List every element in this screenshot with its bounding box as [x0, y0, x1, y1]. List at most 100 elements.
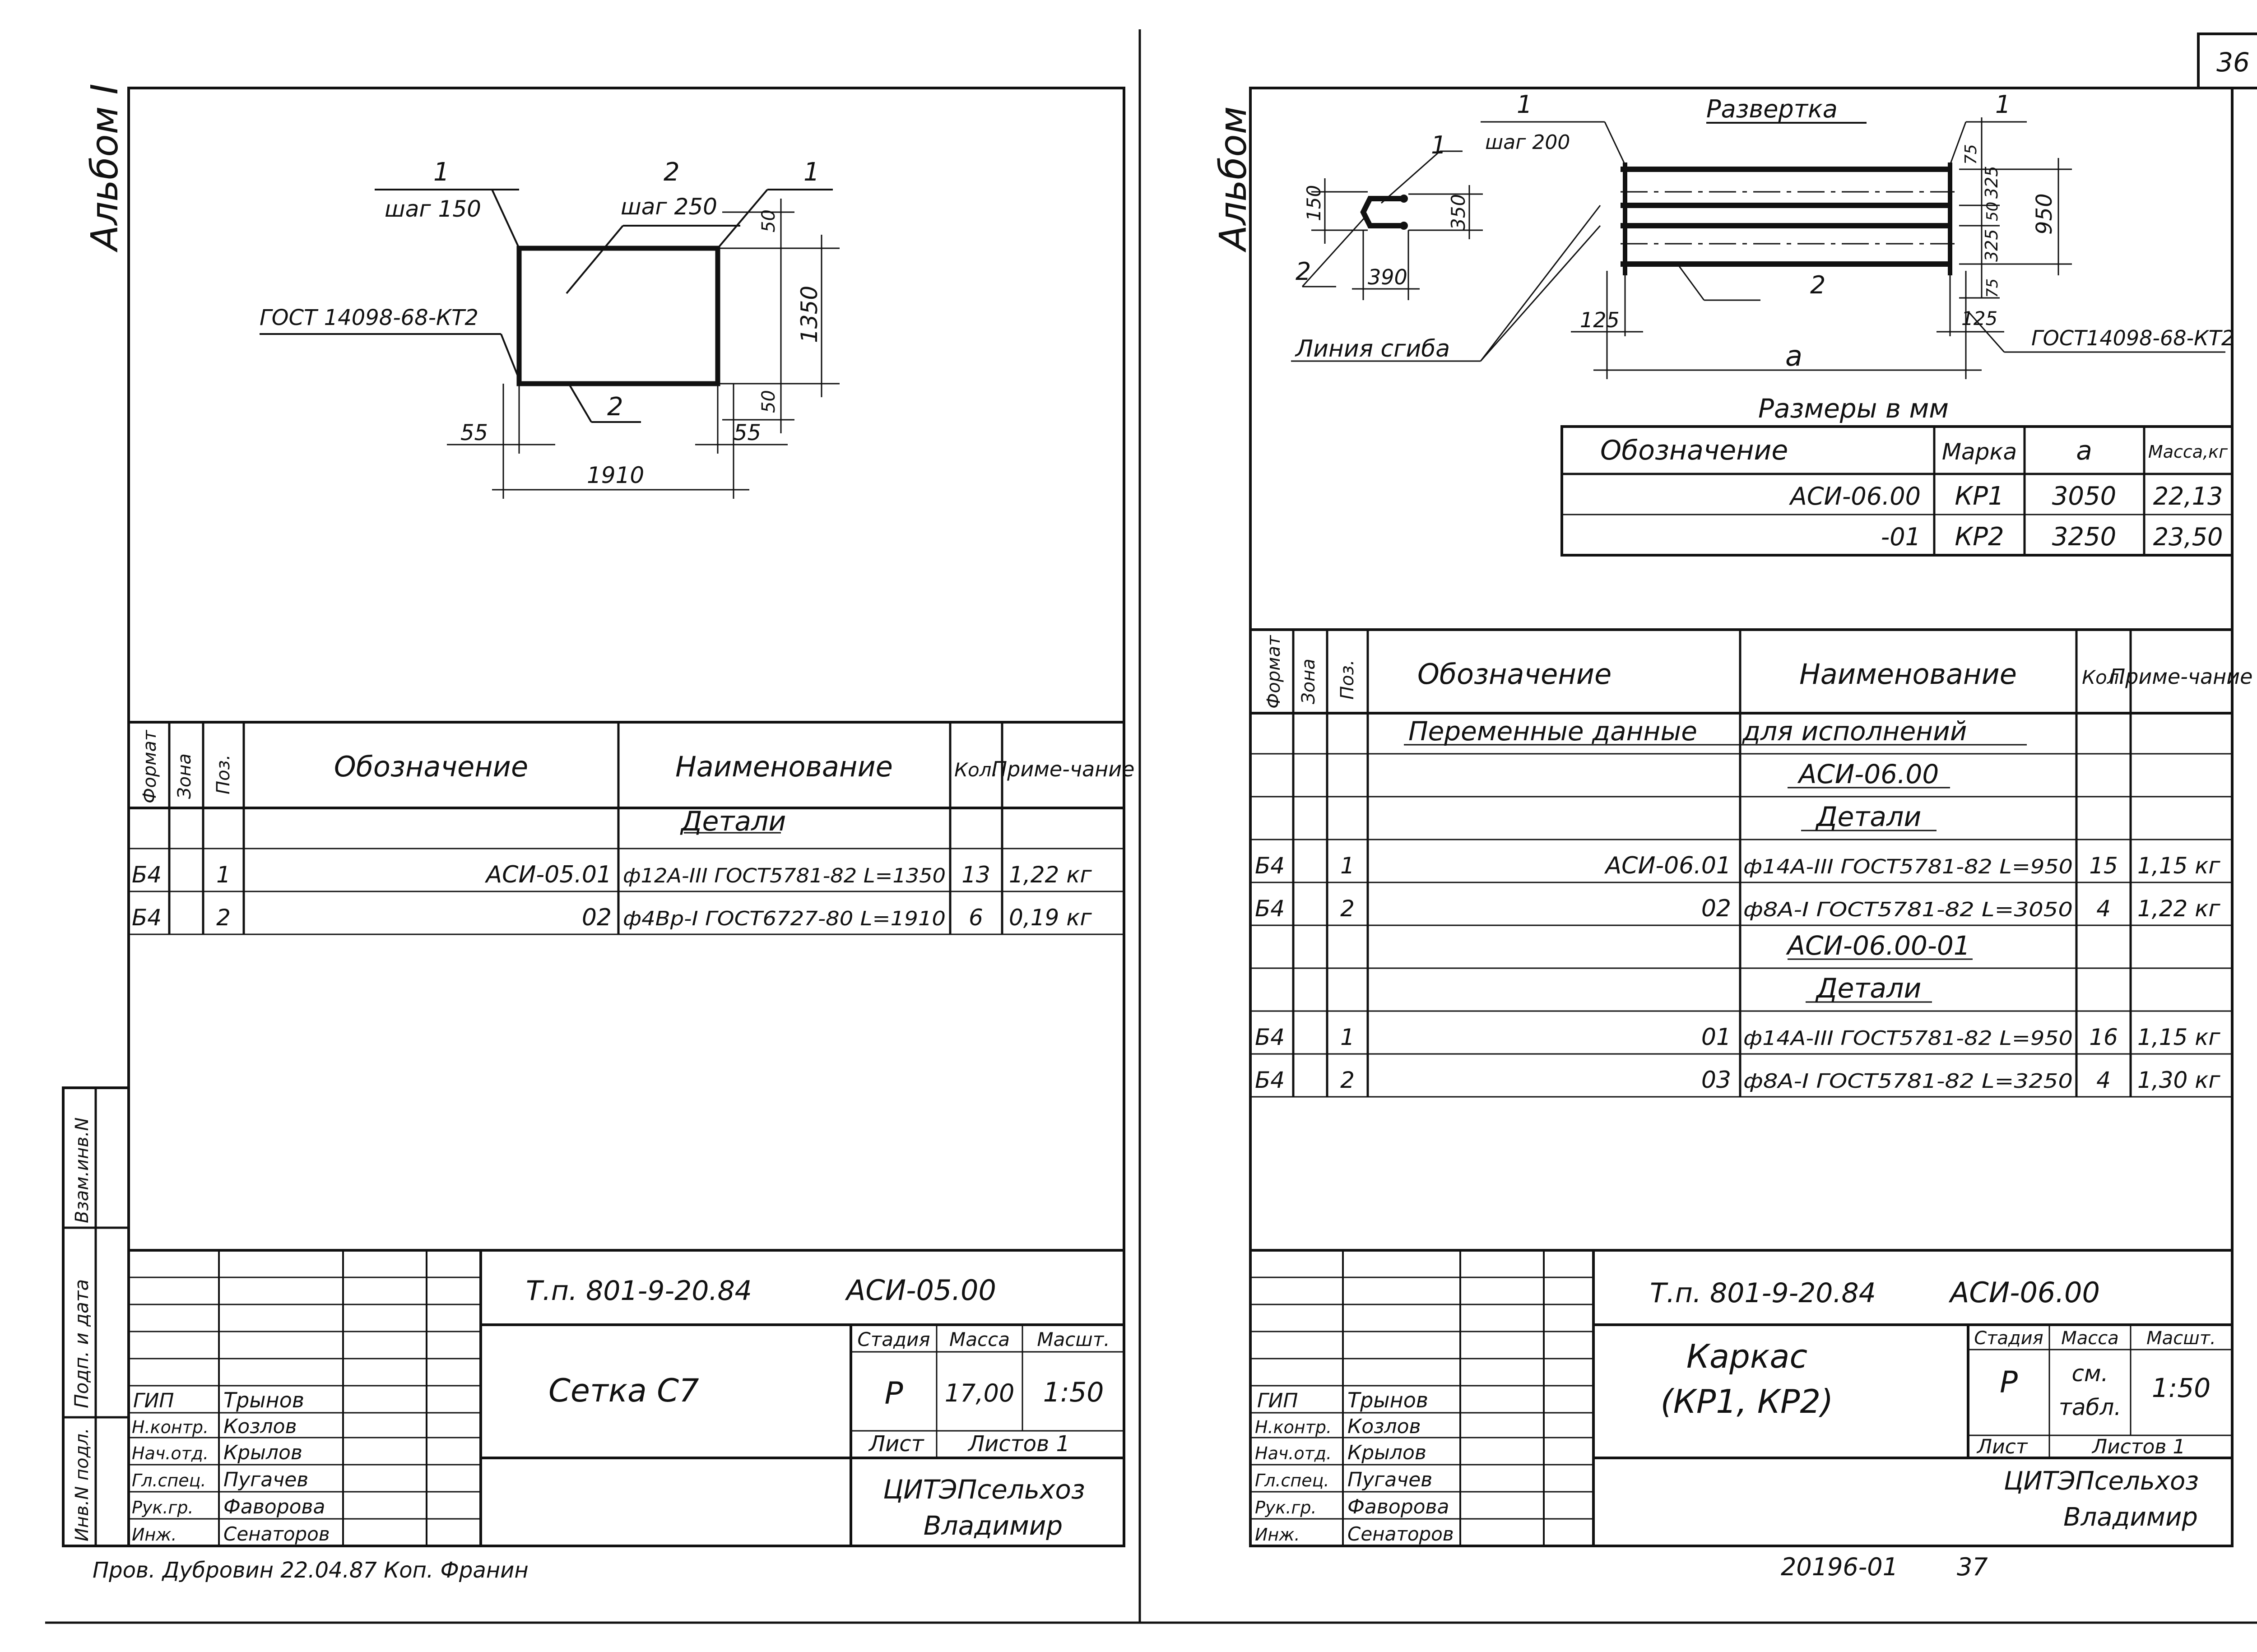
left-h-qty: Кол.	[954, 759, 998, 781]
svg-text:1,30 кг: 1,30 кг	[2137, 1067, 2220, 1093]
right-title-block	[1250, 1249, 2232, 1546]
svg-text:15: 15	[2089, 853, 2118, 879]
svg-text:КР2: КР2	[1955, 522, 2004, 552]
svg-text:ГИП: ГИП	[1257, 1389, 1298, 1412]
right-dim-a: a	[1785, 339, 1802, 372]
mark-h-mass: Масса,кг	[2148, 442, 2228, 462]
svg-text:4: 4	[2096, 896, 2111, 922]
mark-h-desig: Обозначение	[1600, 435, 1788, 466]
right-step200: шаг 200	[1485, 131, 1570, 154]
svg-text:Рук.гр.: Рук.гр.	[1255, 1498, 1317, 1517]
left-h-stage: Стадия	[857, 1328, 930, 1350]
right-section2: Детали	[1815, 973, 1922, 1004]
right-spec-row: Б4 1 01 ф14А-III ГОСТ5781-82 L=950 16 1,…	[1255, 1024, 2220, 1051]
right-pos2-label-a: 2	[1296, 257, 1311, 286]
left-doc-number: Т.п. 801-9-20.84	[526, 1275, 752, 1307]
svg-text:ф4Вр-I ГОСТ6727-80 L=1910: ф4Вр-I ГОСТ6727-80 L=1910	[623, 907, 946, 930]
svg-text:Гл.спец.: Гл.спец.	[1255, 1471, 1329, 1490]
footer-code: 20196-01	[1781, 1553, 1898, 1581]
right-dim-950: 950	[2032, 193, 2057, 235]
svg-text:Крылов: Крылов	[1347, 1441, 1426, 1464]
left-side-inv: Инв.N подл.	[72, 1428, 93, 1541]
svg-text:13: 13	[961, 862, 990, 888]
left-h-format: Формат	[139, 729, 160, 803]
right-dim-125b: 125	[1961, 307, 1997, 329]
svg-text:ГИП: ГИП	[133, 1389, 174, 1412]
left-dim-1350: 1350	[796, 286, 822, 343]
right-dim-325a: 325	[1982, 166, 2002, 199]
svg-text:Нач.отд.: Нач.отд.	[1255, 1443, 1332, 1463]
svg-text:ф14А-III ГОСТ5781-82 L=950: ф14А-III ГОСТ5781-82 L=950	[1743, 1027, 2073, 1050]
svg-text:Козлов: Козлов	[223, 1415, 297, 1438]
left-h-name: Наименование	[675, 750, 893, 783]
footer-page: 37	[1957, 1553, 1988, 1581]
left-dim-1910: 1910	[587, 462, 644, 488]
left-dim-55b: 55	[734, 420, 761, 445]
right-pos1-label-a: 1	[1517, 90, 1532, 119]
cage-profile	[1360, 196, 1406, 228]
svg-text:КР1: КР1	[1955, 482, 2004, 511]
mark-h-mark: Марка	[1942, 439, 2017, 465]
right-units-note: Размеры в мм	[1758, 393, 1949, 424]
right-dim-50: 50	[1983, 202, 2002, 221]
svg-text:АСИ-06.00: АСИ-06.00	[1789, 482, 1921, 510]
page-number: 36	[2216, 47, 2250, 78]
left-doc-title: Сетка С7	[548, 1372, 699, 1409]
left-check-note: Пров. Дубровин 22.04.87 Коп. Франин	[93, 1558, 529, 1583]
right-h-mass: Масса	[2061, 1328, 2119, 1349]
left-scale-value: 1:50	[1043, 1377, 1104, 1408]
svg-text:Б4: Б4	[132, 905, 162, 931]
right-scale-value: 1:50	[2152, 1373, 2211, 1403]
mark-table-row: АСИ-06.00 КР1 3050 22,13	[1789, 482, 2223, 511]
svg-text:Гл.спец.: Гл.спец.	[132, 1471, 206, 1490]
svg-text:Инж.: Инж.	[132, 1525, 177, 1545]
right-mass-value-a: см.	[2071, 1360, 2108, 1387]
svg-text:02: 02	[582, 904, 612, 931]
right-h-zone: Зона	[1298, 659, 1319, 704]
right-gost: ГОСТ14098-68-КТ2	[2031, 326, 2234, 350]
svg-text:1: 1	[1340, 853, 1355, 879]
svg-text:3250: 3250	[2052, 522, 2117, 552]
right-doc-title-b: (КР1, КР2)	[1661, 1383, 1834, 1420]
left-stage-value: Р	[884, 1376, 903, 1411]
left-sheet-label: Лист	[868, 1431, 925, 1457]
right-pos1-label-b: 1	[1995, 90, 2011, 119]
svg-text:Б4: Б4	[1255, 1067, 1285, 1093]
svg-text:Б4: Б4	[1255, 853, 1285, 879]
right-signature-list: ГИП Н.контр. Нач.отд. Гл.спец. Рук.гр. И…	[1255, 1388, 1454, 1545]
svg-text:Н.контр.: Н.контр.	[132, 1417, 209, 1437]
svg-text:Нач.отд.: Нач.отд.	[132, 1443, 209, 1463]
right-doc-title-a: Каркас	[1686, 1337, 1807, 1375]
right-spec-row: Б4 1 АСИ-06.01 ф14А-III ГОСТ5781-82 L=95…	[1255, 852, 2220, 879]
svg-text:2: 2	[216, 905, 231, 931]
svg-text:1: 1	[216, 862, 231, 888]
right-sheet-frame	[1249, 87, 2234, 1547]
svg-text:1,15 кг: 1,15 кг	[2137, 1024, 2220, 1050]
svg-text:Крылов: Крылов	[223, 1441, 302, 1464]
right-h-stage: Стадия	[1974, 1328, 2043, 1349]
svg-text:02: 02	[1701, 895, 1731, 922]
svg-text:1: 1	[1340, 1024, 1355, 1050]
mesh-outline	[516, 246, 720, 386]
svg-text:АСИ-06.01: АСИ-06.01	[1604, 852, 1731, 879]
svg-text:1,22 кг: 1,22 кг	[1009, 862, 1092, 888]
svg-text:Рук.гр.: Рук.гр.	[132, 1498, 194, 1517]
left-section-details: Детали	[680, 806, 786, 837]
svg-text:Сенаторов: Сенаторов	[1347, 1523, 1454, 1545]
right-dim-390: 390	[1368, 265, 1407, 289]
left-spec-row: Б4 2 02 ф4Вр-I ГОСТ6727-80 L=1910 6 0,19…	[132, 904, 1092, 931]
right-dim-350: 350	[1447, 194, 1469, 230]
left-side-strip	[62, 1086, 130, 1547]
left-title-block	[129, 1249, 1124, 1546]
right-dim-125a: 125	[1580, 308, 1620, 332]
right-stage-value: Р	[2000, 1365, 2018, 1400]
svg-text:Трынов: Трынов	[1347, 1388, 1428, 1412]
left-step150: шаг 150	[385, 196, 481, 222]
right-section1: Детали	[1815, 801, 1922, 833]
left-dim-50b: 50	[758, 390, 779, 413]
left-org: ЦИТЭПсельхоз	[883, 1474, 1085, 1505]
left-h-desig: Обозначение	[334, 750, 528, 783]
svg-text:-01: -01	[1881, 523, 1921, 551]
left-doc-code: АСИ-05.00	[845, 1274, 996, 1307]
svg-text:1,15 кг: 1,15 кг	[2137, 853, 2220, 879]
